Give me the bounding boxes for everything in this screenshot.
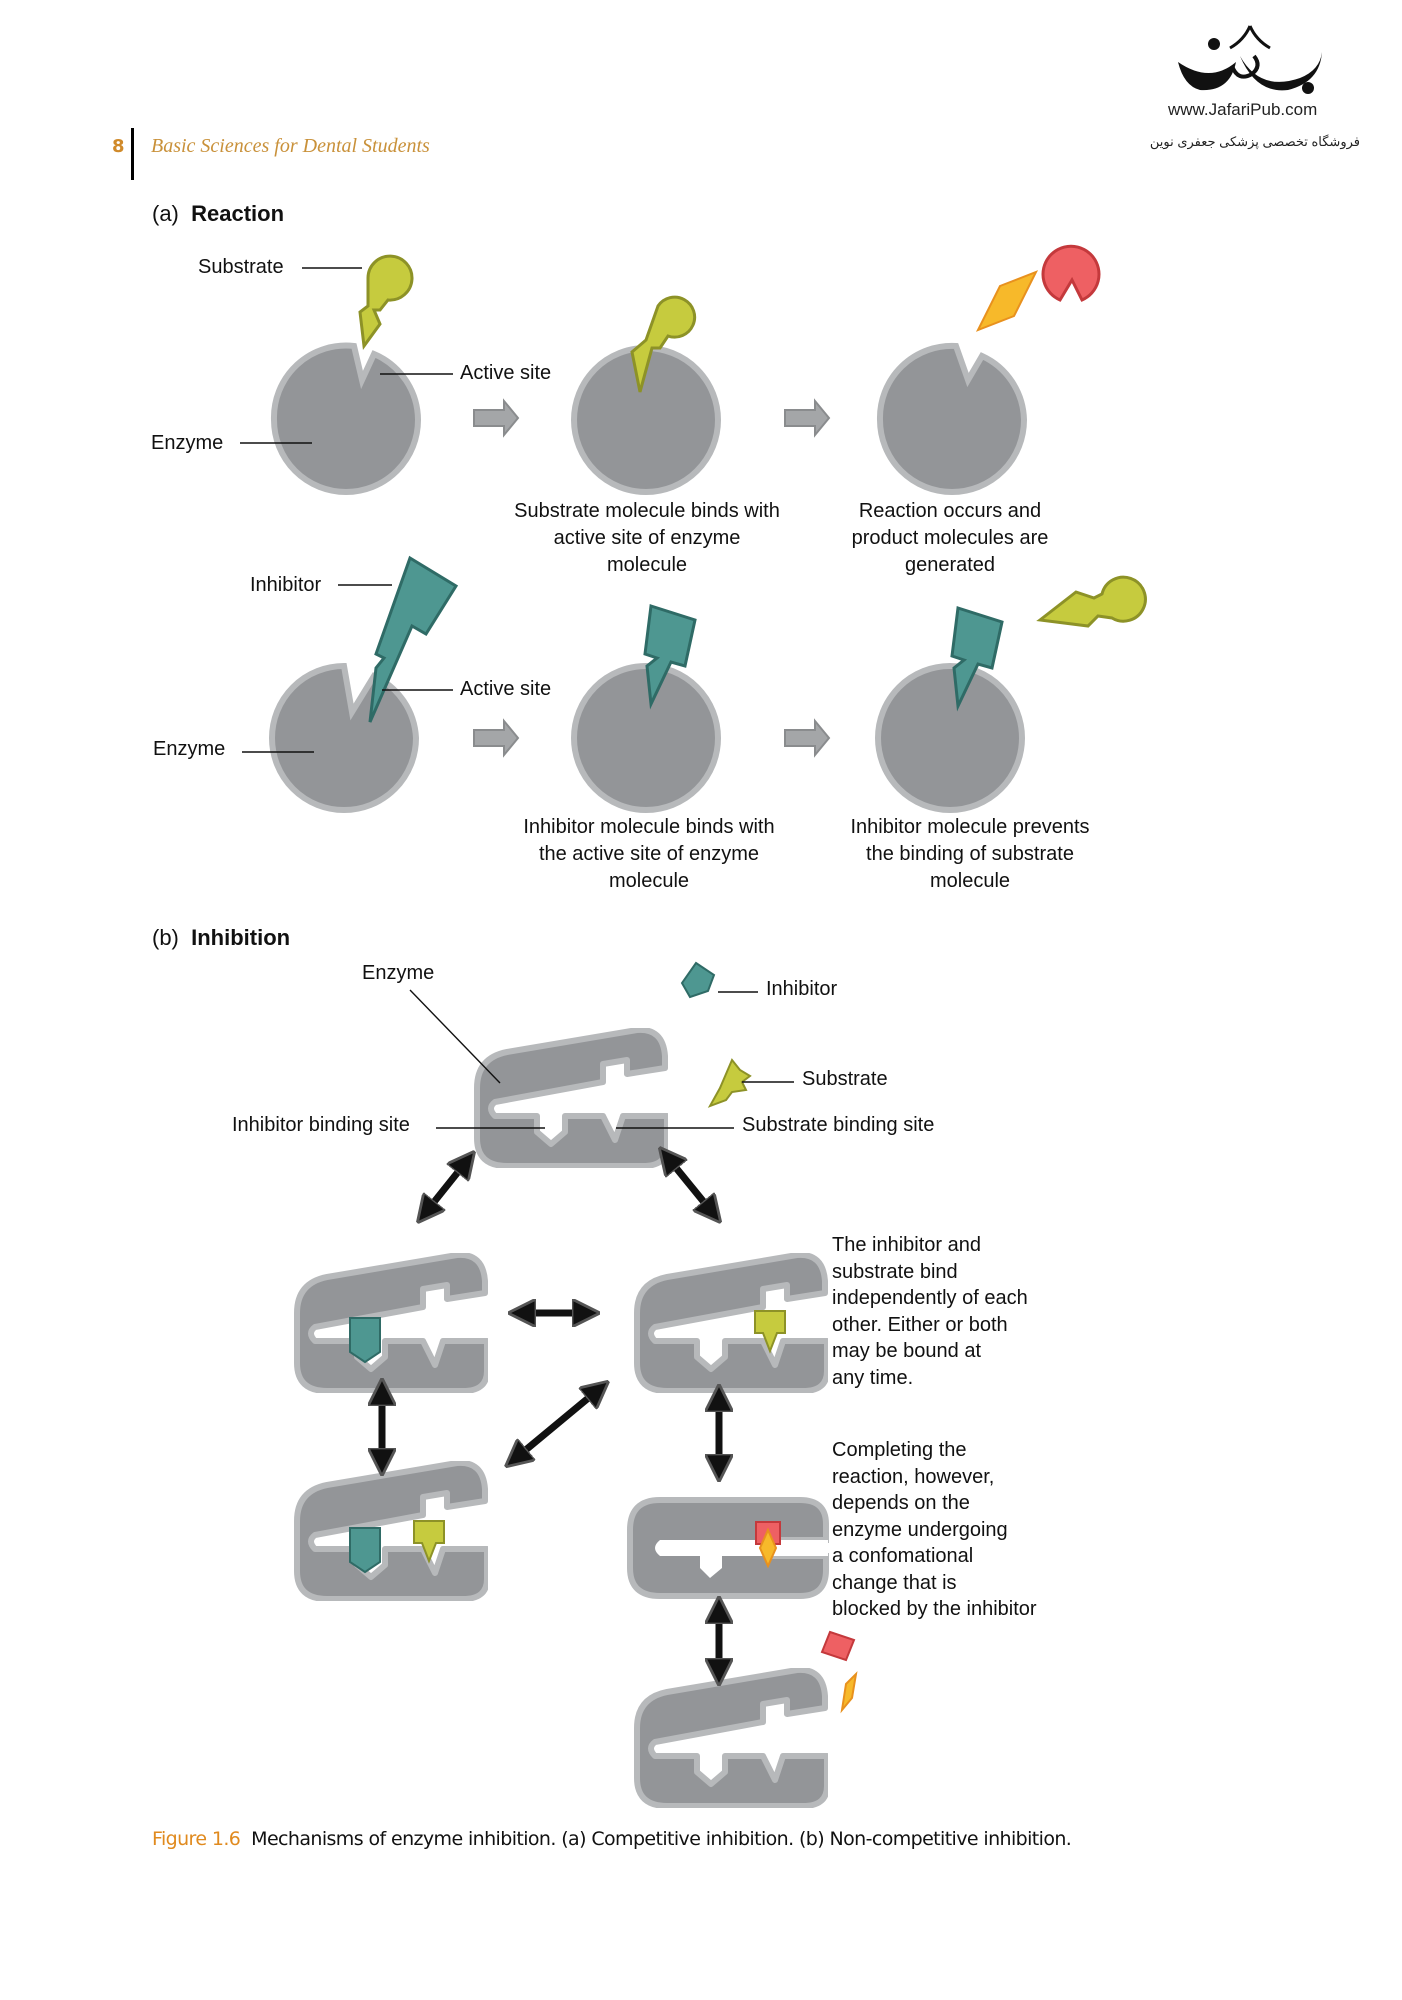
- substrate-molecule-rejected: [1036, 575, 1147, 628]
- inhibitor-free-b: [680, 961, 716, 999]
- publisher-url: www.JafariPub.com: [1168, 100, 1318, 119]
- label-active-site-1: Active site: [460, 362, 552, 384]
- section-b-title: Inhibition: [191, 925, 291, 950]
- header-divider: [131, 128, 134, 180]
- reaction-arrow-3: [473, 718, 520, 758]
- equilibrium-arrows: [382, 1158, 719, 1672]
- enzyme-inhibitor-complex: [571, 604, 721, 813]
- label-active-site-2: Active site: [460, 678, 552, 700]
- inhibitor-bound-1: [349, 1317, 381, 1364]
- enzyme-free-after-reaction: [876, 342, 1028, 495]
- section-b-heading: (b) Inhibition: [152, 925, 290, 951]
- substrate-bound-1: [754, 1310, 786, 1354]
- product-molecules: [975, 244, 1101, 332]
- inhibitor-molecule-free: [368, 555, 459, 723]
- substrate-free-b: [707, 1058, 752, 1108]
- figure-caption-text: Mechanisms of enzyme inhibition. (a) Com…: [251, 1828, 1072, 1850]
- figure-label: Figure 1.6: [152, 1828, 241, 1850]
- label-substrate: Substrate: [198, 256, 284, 278]
- book-title: Basic Sciences for Dental Students: [151, 135, 430, 157]
- figure-caption: Figure 1.6 Mechanisms of enzyme inhibiti…: [152, 1828, 1072, 1850]
- enzyme-clamp-both-bound: [297, 1463, 487, 1599]
- note-independent-binding: The inhibitor and substrate bind indepen…: [832, 1234, 1028, 1389]
- note-conformational-change: Completing the reaction, however, depend…: [832, 1439, 1037, 1620]
- section-a-title: Reaction: [191, 201, 285, 226]
- substrate-molecule-free: [358, 254, 414, 350]
- enzyme-inhibitor-complex-blocked: [875, 606, 1025, 813]
- product-orange-released: [840, 1671, 858, 1714]
- label-enzyme-1: Enzyme: [151, 432, 224, 454]
- caption-inhibitor-binds: Inhibitor molecule binds with the active…: [523, 816, 775, 892]
- caption-substrate-binds: Substrate molecule binds with active sit…: [514, 500, 780, 576]
- caption-inhibitor-prevents: Inhibitor molecule prevents the binding …: [850, 816, 1090, 892]
- caption-reaction-occurs: Reaction occurs and product molecules ar…: [851, 500, 1049, 576]
- label-inhibitor-binding-site: Inhibitor binding site: [232, 1114, 410, 1136]
- enzyme-clamp-inhibitor-bound: [297, 1255, 487, 1391]
- enzyme-clamp-substrate-bound: [637, 1255, 827, 1391]
- section-a-letter: (a): [152, 201, 179, 226]
- section-b-letter: (b): [152, 925, 179, 950]
- reaction-arrow-4: [784, 718, 831, 758]
- label-enzyme-b: Enzyme: [362, 962, 435, 984]
- page-number: 8: [112, 136, 125, 157]
- product-red-released: [820, 1630, 856, 1662]
- label-inhibitor: Inhibitor: [250, 574, 322, 596]
- substrate-bound-2: [413, 1520, 445, 1564]
- enzyme-clamp-closed: [627, 1497, 829, 1599]
- label-substrate-b: Substrate: [802, 1068, 888, 1090]
- label-inhibitor-b: Inhibitor: [766, 978, 838, 1000]
- double-arrow-top-left: [426, 1162, 466, 1212]
- publisher-persian-name: فروشگاه تخصصی پزشکی جعفری نوین: [1149, 134, 1360, 149]
- reaction-arrow-2: [784, 398, 831, 438]
- enzyme-clamp-released: [637, 1670, 827, 1806]
- jafaripub-calligraphy-logo-icon: [1178, 25, 1322, 94]
- double-arrow-diagonal: [516, 1390, 598, 1458]
- reaction-arrow-1: [473, 398, 520, 438]
- enzyme-clamp-top: [477, 1030, 667, 1166]
- enzyme-free-row2: [268, 662, 420, 813]
- inhibitor-bound-2: [349, 1527, 381, 1574]
- label-substrate-binding-site: Substrate binding site: [742, 1114, 935, 1136]
- enzyme-free-row1: [270, 342, 422, 495]
- label-enzyme-2: Enzyme: [153, 738, 226, 760]
- enzyme-substrate-complex: [571, 295, 721, 495]
- double-arrow-top-right: [668, 1158, 712, 1212]
- section-a-heading: (a) Reaction: [152, 201, 284, 227]
